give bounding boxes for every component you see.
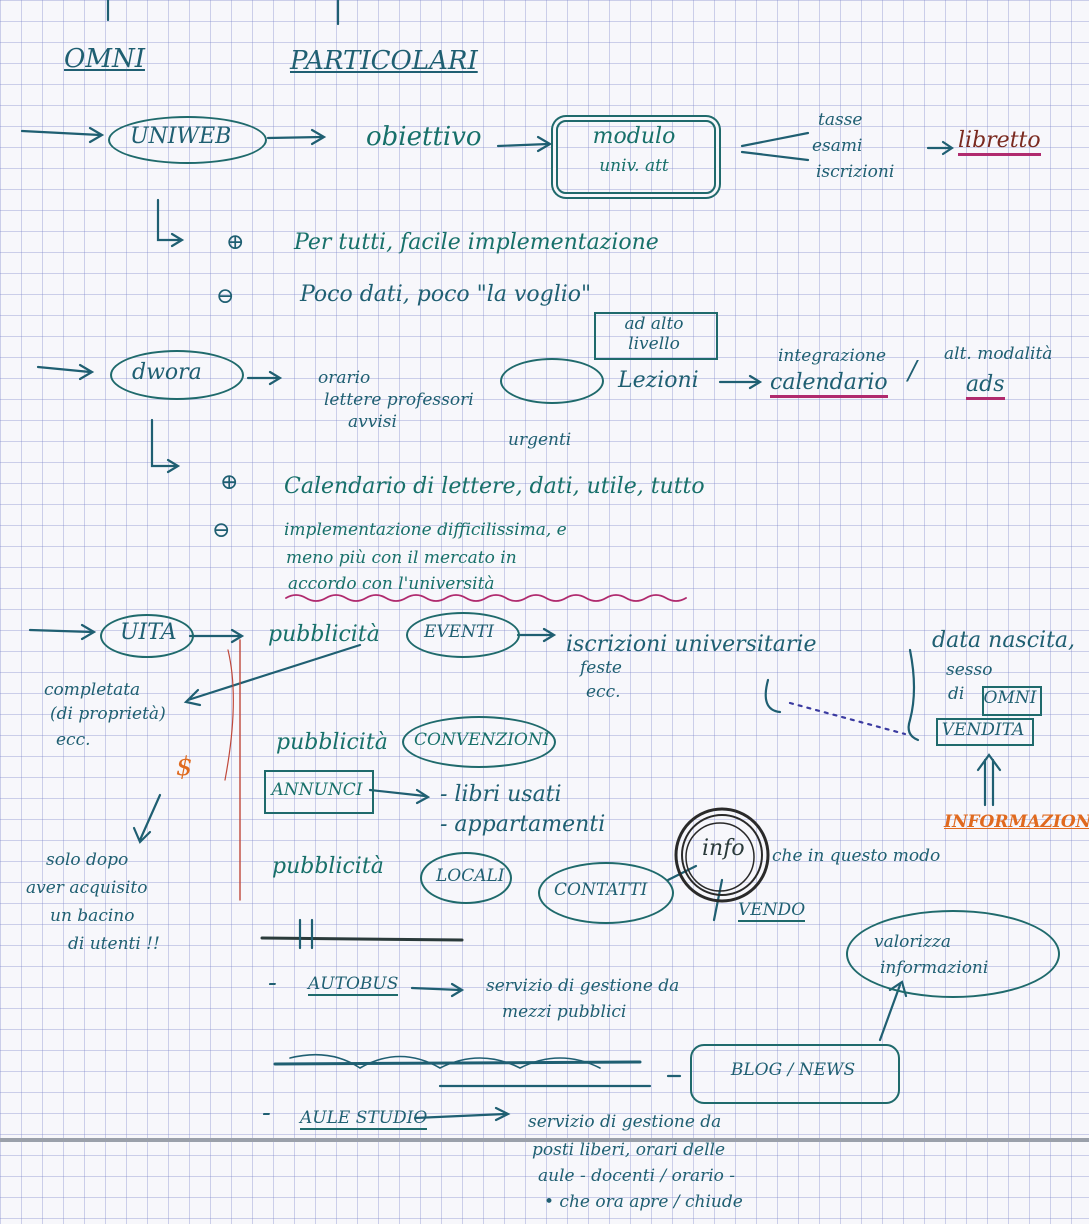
header-particolari: PARTICOLARI [290, 46, 478, 76]
aule-desc-4: • che ora apre / chiude [544, 1192, 743, 1212]
modulo-line1: modulo [592, 124, 676, 149]
calendario-label: calendario [770, 370, 888, 398]
pubblicita-1: pubblicità [268, 622, 380, 647]
annunci-label: ANNUNCI [271, 780, 363, 800]
appartamenti-label: - appartamenti [440, 812, 606, 837]
left-note-1: completata [44, 680, 141, 700]
informazioni-label: INFORMAZIONI [944, 812, 1089, 832]
obiettivo-label: obiettivo [366, 122, 482, 152]
ecc-label: ecc. [586, 682, 621, 702]
header-omni: OMNI [64, 44, 145, 74]
modulo-line2: univ. att [599, 156, 669, 176]
left-note-2: (di proprietà) [50, 704, 166, 724]
omni-box [982, 686, 1042, 716]
blog-box [690, 1044, 900, 1104]
libretto-label: libretto [958, 128, 1041, 156]
iscrizioni-univ-label: iscrizioni universitarie [566, 632, 817, 657]
libri-label: - libri usati [440, 782, 562, 807]
dwora-con-1: implementazione difficilissima, e [284, 520, 567, 540]
esami-label: esami [812, 136, 863, 156]
integrazione-label: integrazione [778, 346, 887, 366]
convenzioni-label: CONVENZIONI [414, 730, 550, 750]
valorizza-line-2: informazioni [880, 958, 989, 978]
tasse-label: tasse [818, 110, 863, 130]
dwora-con-2: meno più con il mercato in [286, 548, 517, 568]
dwora-con-3: accordo con l'università [288, 574, 495, 594]
separator: / [908, 356, 917, 386]
data-nascita-label: data nascita, [932, 628, 1076, 653]
urgenti-label: urgenti [508, 430, 572, 450]
uita-label: UITA [120, 620, 177, 645]
avvisi-oval [500, 358, 604, 404]
boxed-note-line1: ad alto [624, 314, 684, 334]
feste-label: feste [580, 658, 622, 678]
sesso-label: sesso [946, 660, 993, 680]
dwora-line-2: lettere professori [324, 390, 474, 410]
uniweb-con: Poco dati, poco "la voglio" [300, 282, 592, 307]
pubblicita-2: pubblicità [276, 730, 388, 755]
contatti-oval [538, 862, 674, 924]
plus-icon-2: ⊕ [220, 470, 239, 495]
iscrizioni-label: iscrizioni [816, 162, 895, 182]
info-rest-label: che in questo modo [772, 846, 941, 866]
side-note-4: di utenti !! [68, 934, 160, 954]
vendo-label: VENDO [738, 900, 806, 922]
valorizza-oval [846, 910, 1060, 998]
left-note-3: ecc. [56, 730, 91, 750]
omni-box-label: OMNI [983, 688, 1037, 708]
locali-oval [420, 852, 512, 904]
convenzioni-oval [402, 716, 556, 768]
boxed-note-line2: livello [628, 334, 680, 354]
dwora-label: dwora [132, 360, 202, 385]
dwora-pro: Calendario di lettere, dati, utile, tutt… [284, 474, 705, 499]
uniweb-label: UNIWEB [130, 124, 232, 149]
aule-desc-1: servizio di gestione da [528, 1112, 722, 1132]
aule-studio-label: AULE STUDIO [300, 1108, 428, 1130]
autobus-label: AUTOBUS [308, 974, 399, 996]
eventi-label: EVENTI [424, 622, 495, 642]
dwora-oval [110, 350, 244, 400]
autobus-desc-2: mezzi pubblici [502, 1002, 627, 1022]
aule-desc-2: posti liberi, orari delle [532, 1140, 726, 1160]
autobus-desc-1: servizio di gestione da [486, 976, 680, 996]
modulo-box [556, 120, 716, 194]
dash-autobus: - [268, 968, 277, 998]
page-fold-line [0, 1138, 1089, 1142]
boxed-note [594, 312, 718, 360]
valorizza-line-1: valorizza [874, 932, 952, 952]
dash-aule: - [262, 1098, 271, 1128]
minus-icon-2: ⊖ [212, 518, 231, 543]
plus-icon: ⊕ [226, 230, 245, 255]
blog-label: BLOG / NEWS [730, 1060, 856, 1080]
vendita-label: VENDITA [941, 720, 1025, 740]
side-note-2: aver acquisito [26, 878, 148, 898]
uita-oval [100, 614, 194, 658]
pubblicita-3: pubblicità [272, 854, 384, 879]
minus-icon: ⊖ [216, 284, 235, 309]
eventi-oval [406, 612, 520, 658]
dollar-sign: $ [176, 752, 193, 782]
lezioni-label: Lezioni [618, 368, 699, 393]
alt-modalita-label: alt. modalità [944, 344, 1053, 364]
contatti-label: CONTATTI [554, 880, 648, 900]
uniweb-oval [108, 116, 267, 164]
uniweb-pro: Per tutti, facile implementazione [294, 230, 659, 255]
di-label: di [948, 684, 965, 704]
info-label: info [702, 836, 745, 861]
annunci-box [264, 770, 374, 814]
dwora-line-1: orario [318, 368, 371, 388]
side-note-3: un bacino [50, 906, 135, 926]
vendita-box [936, 718, 1034, 746]
ads-label: ads [966, 372, 1005, 400]
locali-label: LOCALI [436, 866, 505, 886]
aule-desc-3: aule - docenti / orario - [538, 1166, 736, 1186]
side-note-1: solo dopo [46, 850, 129, 870]
dwora-line-3: avvisi [348, 412, 397, 432]
